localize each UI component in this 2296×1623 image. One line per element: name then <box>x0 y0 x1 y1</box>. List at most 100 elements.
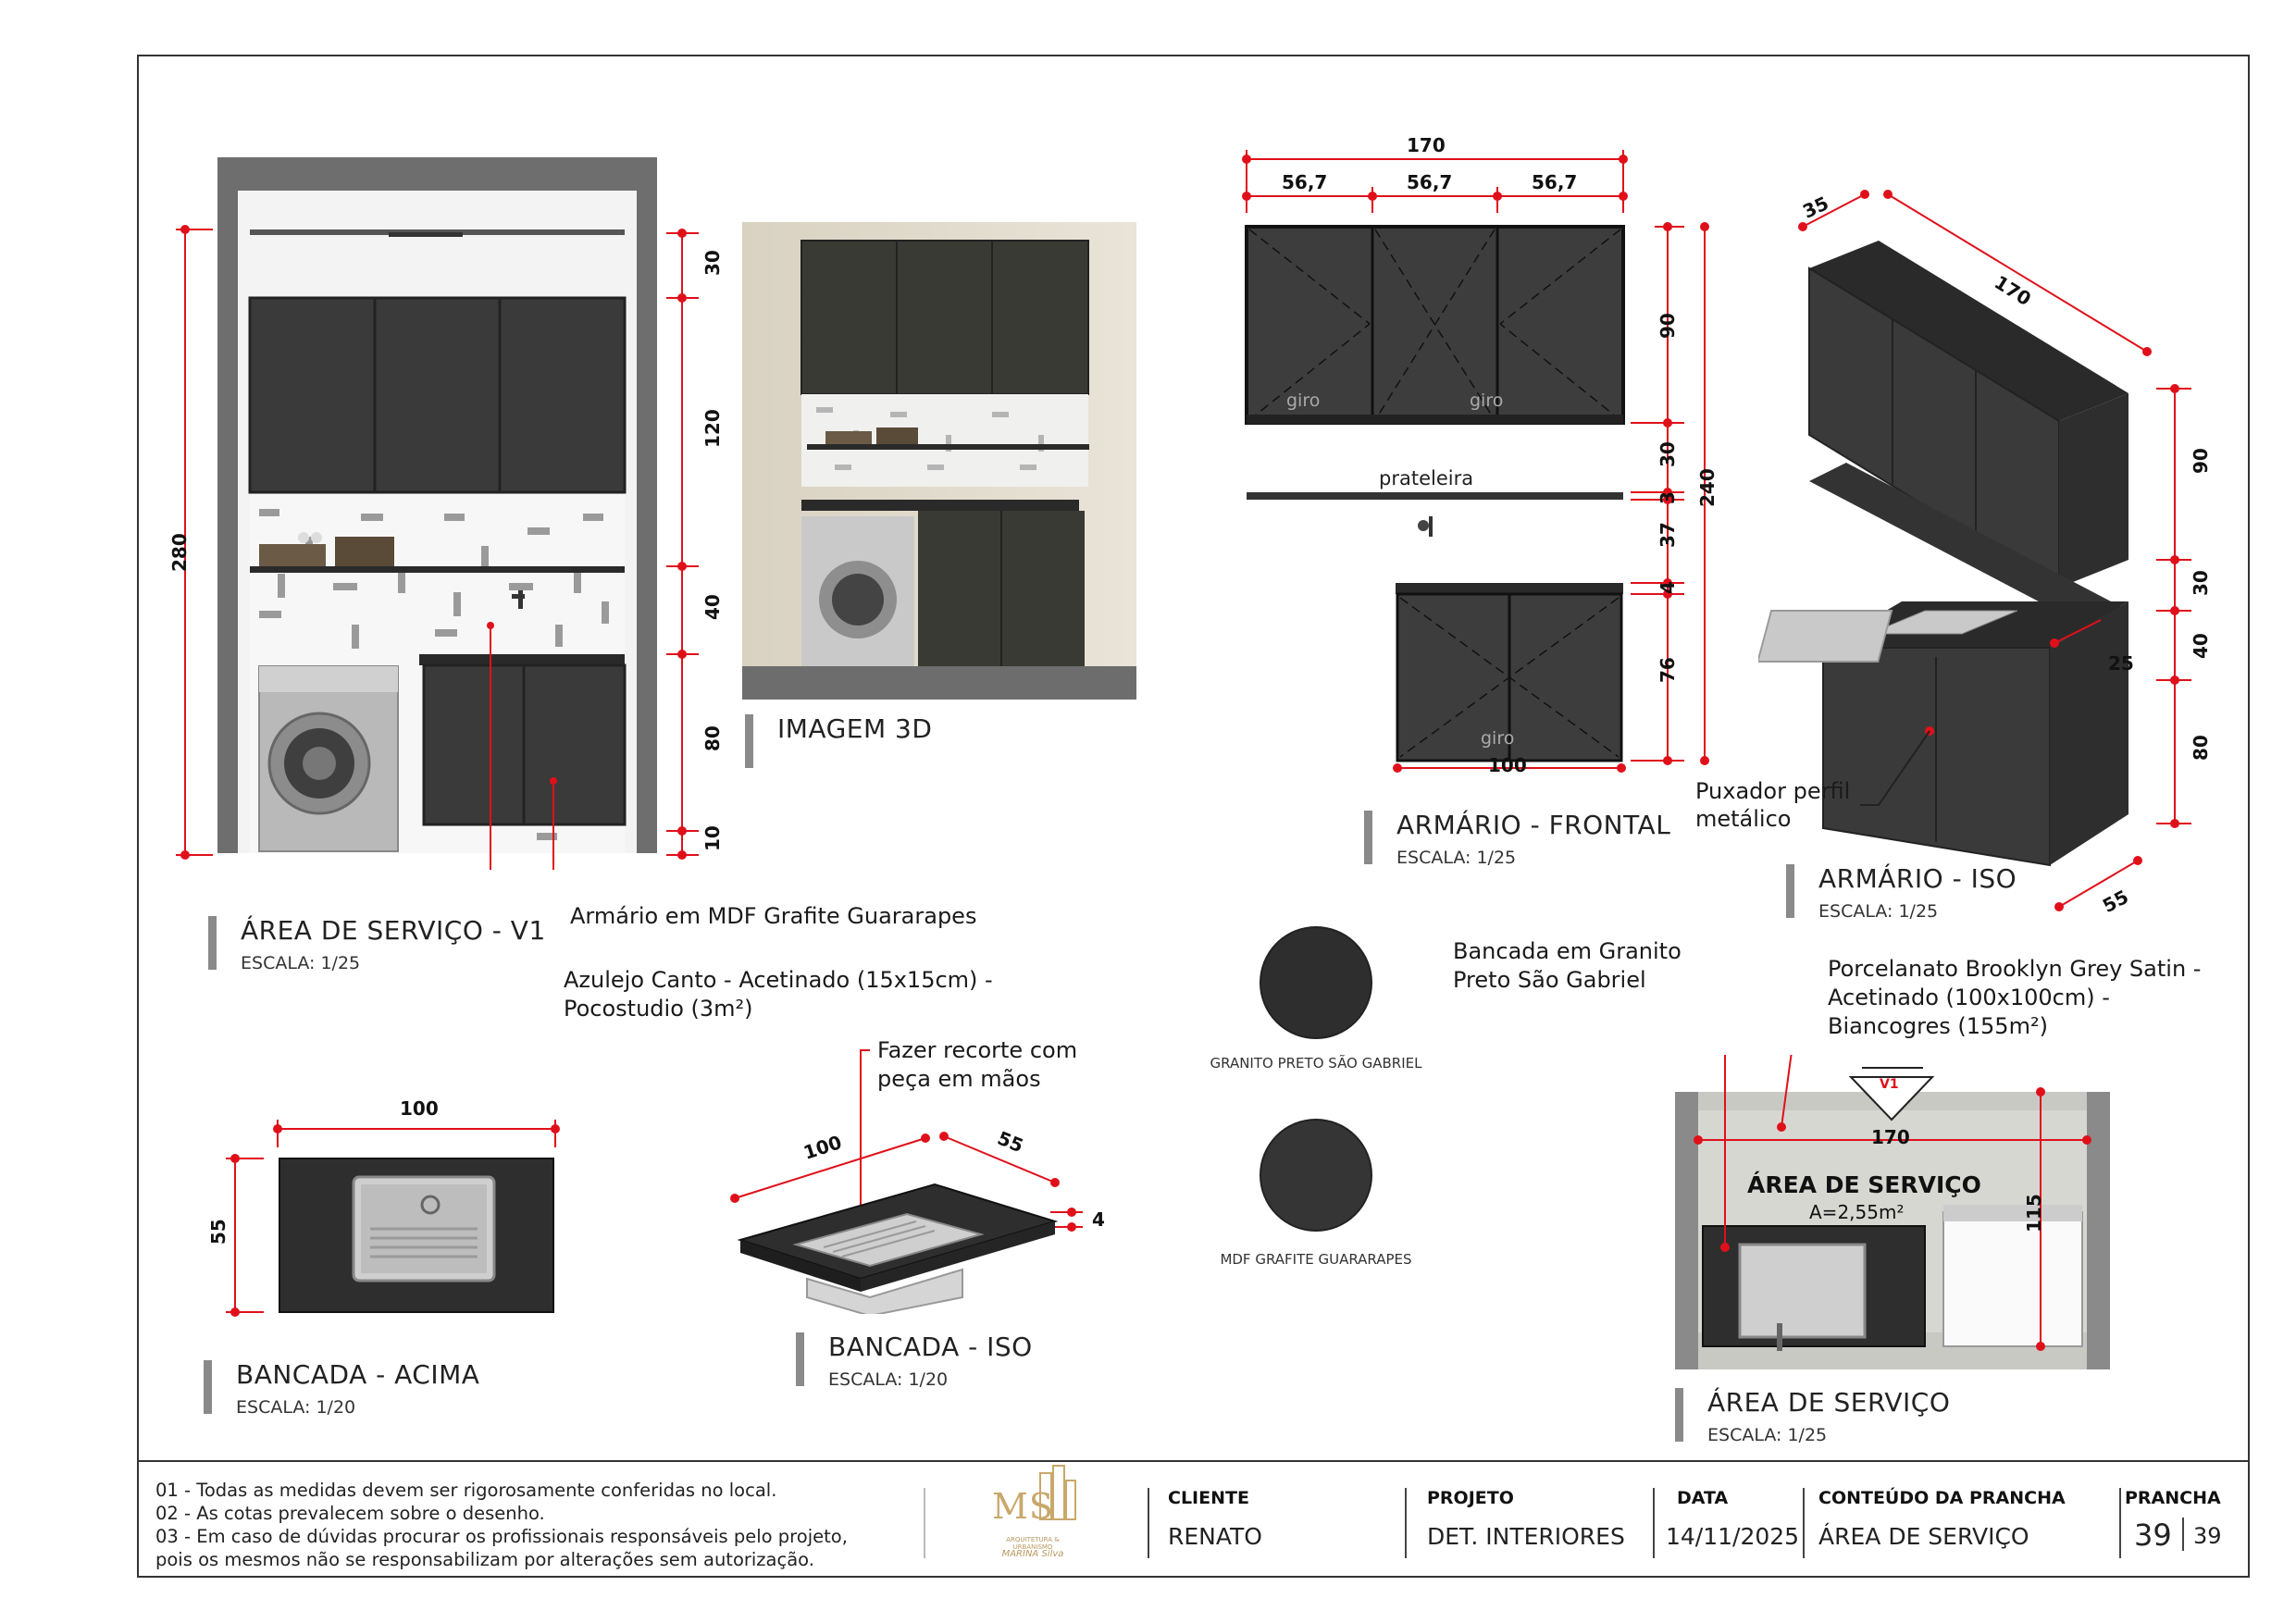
note-azulejo-1: Azulejo Canto - Acetinado (15x15cm) - <box>564 967 993 993</box>
dim-v1-10: 10 <box>701 825 724 851</box>
dim-frontal-76: 76 <box>1657 657 1679 683</box>
dim-frontal-30: 30 <box>1657 441 1679 467</box>
dim-plan-170: 170 <box>1871 1126 1910 1148</box>
scale-bancada-top: ESCALA: 1/20 <box>236 1397 356 1418</box>
dim-bancada-iso-t: 4 <box>1092 1208 1105 1231</box>
title-v1-text: ÁREA DE SERVIÇO - V1 <box>241 915 546 946</box>
label-giro-3: giro <box>1481 728 1515 749</box>
label-conteudo: CONTEÚDO DA PRANCHA <box>1818 1488 2066 1508</box>
dim-frontal-m3: 56,7 <box>1532 171 1578 193</box>
dim-v1-40: 40 <box>701 594 724 620</box>
plan-room-area: A=2,55m² <box>1809 1201 1905 1223</box>
dim-iso-40: 40 <box>2190 633 2212 659</box>
value-data: 14/11/2025 <box>1666 1523 1800 1550</box>
title-frontal-text: ARMÁRIO - FRONTAL <box>1396 810 1671 840</box>
footer-note-3: 03 - Em caso de dúvidas procurar os prof… <box>155 1526 848 1547</box>
iso-drawing <box>1758 190 2191 911</box>
value-cliente: RENATO <box>1168 1523 1262 1550</box>
footer-sep-4 <box>1653 1488 1655 1558</box>
title-3d: IMAGEM 3D <box>745 714 932 768</box>
dim-frontal-90: 90 <box>1657 313 1679 339</box>
note-puxador-1: Puxador perfil <box>1695 778 1851 804</box>
dim-frontal-m2: 56,7 <box>1407 171 1453 193</box>
note-azulejo-2: Pocostudio (3m²) <box>564 996 753 1022</box>
logo-sign: MARINA Silva <box>1001 1549 1064 1559</box>
footer-sep-2 <box>1148 1488 1149 1558</box>
dim-frontal-4: 4 <box>1657 581 1679 594</box>
label-prancha: PRANCHA <box>2125 1488 2221 1508</box>
bancada-iso-drawing <box>730 1049 1083 1314</box>
prancha-divider <box>2182 1518 2184 1551</box>
plan-drawing <box>1675 1055 2110 1369</box>
dim-iso-30: 30 <box>2190 570 2212 596</box>
note-porc-3: Biancogres (155m²) <box>1828 1013 2048 1039</box>
dim-iso-25: 25 <box>2108 652 2134 675</box>
sheet-frame <box>137 55 2250 1578</box>
label-cliente: CLIENTE <box>1168 1488 1249 1508</box>
logo-building-icon <box>1039 1465 1076 1520</box>
footer-note-4: pois os mesmos não se responsabilizam po… <box>155 1549 814 1570</box>
dim-v1-120: 120 <box>701 409 724 448</box>
footer-notes: 01 - Todas as medidas devem ser rigorosa… <box>155 1479 848 1571</box>
swatches-drawing <box>1260 926 1372 1232</box>
dim-frontal-240: 240 <box>1696 468 1719 507</box>
note-recorte-1: Fazer recorte com <box>877 1037 1078 1063</box>
bancada-top-drawing <box>226 1120 560 1317</box>
title-bancada-iso: BANCADA - ISO ESCALA: 1/20 <box>796 1332 1033 1390</box>
title-frontal: ARMÁRIO - FRONTAL ESCALA: 1/25 <box>1364 811 1670 868</box>
note-porc-1: Porcelanato Brooklyn Grey Satin - <box>1828 956 2202 982</box>
swatch-mdf-circle <box>1260 1119 1372 1232</box>
swatch-granito-label: GRANITO PRETO SÃO GABRIEL <box>1210 1055 1422 1072</box>
note-puxador-2: metálico <box>1695 806 1792 832</box>
dim-plan-115: 115 <box>2023 1194 2045 1233</box>
scale-bancada-iso: ESCALA: 1/20 <box>828 1369 949 1390</box>
title-iso: ARMÁRIO - ISO ESCALA: 1/25 <box>1786 864 2017 922</box>
footer-sep-5 <box>1803 1488 1805 1558</box>
value-prancha: 39 <box>2134 1518 2172 1553</box>
note-porc-2: Acetinado (100x100cm) - <box>1828 985 2110 1010</box>
scale-frontal: ESCALA: 1/25 <box>1396 848 1517 868</box>
title-bancada-top-text: BANCADA - ACIMA <box>236 1359 480 1390</box>
label-data: DATA <box>1677 1488 1729 1508</box>
label-projeto: PROJETO <box>1427 1488 1514 1508</box>
dim-bancada-top-h: 55 <box>207 1219 230 1245</box>
label-prateleira: prateleira <box>1379 467 1474 489</box>
dim-iso-80: 80 <box>2190 735 2212 761</box>
footer-divider <box>137 1460 2250 1462</box>
note-granito-1: Bancada em Granito <box>1453 938 1682 964</box>
logo-sub: ARQUITETURA & URBANISMO <box>1006 1536 1060 1551</box>
dim-frontal-100: 100 <box>1488 754 1527 776</box>
footer-sep-3 <box>1405 1488 1407 1558</box>
plan-room-name: ÁREA DE SERVIÇO <box>1747 1171 1981 1198</box>
note-armario: Armário em MDF Grafite Guararapes <box>570 903 977 929</box>
logo-mono: MS <box>992 1486 1054 1527</box>
footer-sep-6 <box>2119 1488 2121 1558</box>
scale-v1: ESCALA: 1/25 <box>241 953 361 973</box>
title-bancada-top: BANCADA - ACIMA ESCALA: 1/20 <box>204 1360 479 1418</box>
title-iso-text: ARMÁRIO - ISO <box>1818 863 2017 894</box>
title-plan: ÁREA DE SERVIÇO ESCALA: 1/25 <box>1675 1388 1950 1445</box>
note-granito-2: Preto São Gabriel <box>1453 967 1646 993</box>
elevation-v1-drawing <box>176 157 699 870</box>
title-bancada-iso-text: BANCADA - ISO <box>828 1332 1033 1362</box>
title-v1: ÁREA DE SERVIÇO - V1 ESCALA: 1/25 <box>208 916 546 973</box>
value-conteudo: ÁREA DE SERVIÇO <box>1818 1523 2029 1550</box>
dim-frontal-170: 170 <box>1407 134 1446 156</box>
dim-frontal-37: 37 <box>1657 522 1679 548</box>
scale-iso: ESCALA: 1/25 <box>1818 901 1939 922</box>
dim-v1-30: 30 <box>701 250 724 276</box>
dim-frontal-3: 3 <box>1657 491 1679 504</box>
scale-plan: ESCALA: 1/25 <box>1707 1425 1828 1445</box>
swatch-mdf-label: MDF GRAFITE GUARARAPES <box>1220 1251 1412 1268</box>
dim-v1-height: 280 <box>168 533 191 572</box>
footer-note-2: 02 - As cotas prevalecem sobre o desenho… <box>155 1503 545 1524</box>
footer-sep-1 <box>924 1488 925 1558</box>
dim-v1-80: 80 <box>701 725 724 751</box>
render-3d-image <box>742 222 1136 700</box>
title-plan-text: ÁREA DE SERVIÇO <box>1707 1387 1951 1418</box>
plan-marker-label: V1 <box>1880 1077 1899 1092</box>
footer-note-1: 01 - Todas as medidas devem ser rigorosa… <box>155 1480 777 1501</box>
note-recorte-2: peça em mãos <box>877 1066 1041 1092</box>
label-giro-2: giro <box>1470 390 1504 411</box>
value-projeto: DET. INTERIORES <box>1427 1523 1625 1550</box>
